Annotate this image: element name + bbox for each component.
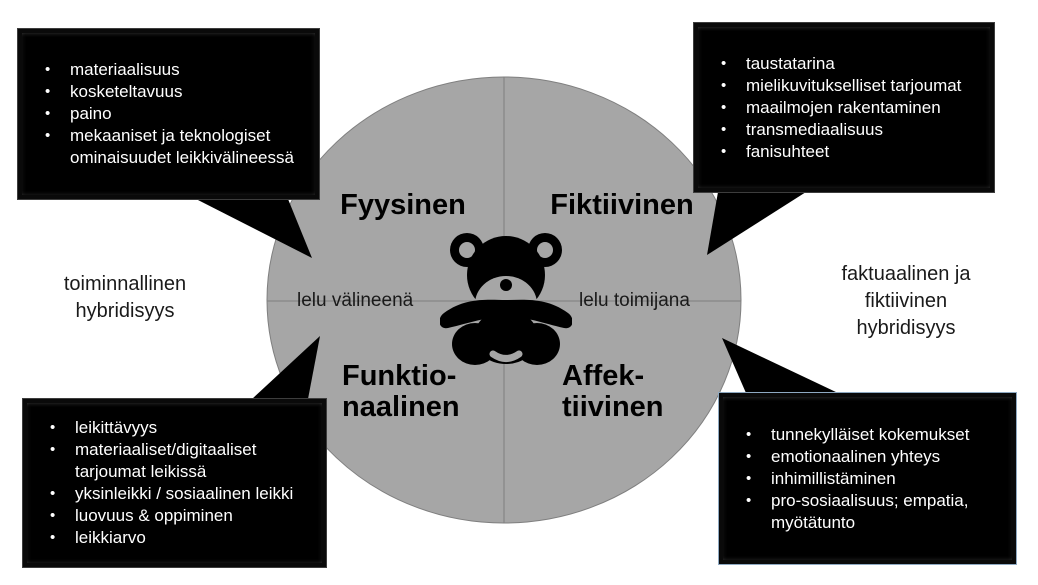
callout-fictional: taustatarinamielikuvitukselliset tarjoum… xyxy=(693,22,995,193)
bullet-item: tunnekylläiset kokemukset xyxy=(737,424,1004,446)
axis-label-lelu-toimijana: lelu toimijana xyxy=(579,290,690,311)
callout-tail-top-right xyxy=(707,192,806,255)
bullet-item: paino xyxy=(36,103,307,125)
callout-tail-bottom-right xyxy=(722,338,838,393)
bear-ear-right-inner xyxy=(537,242,553,258)
callout-physical: materiaalisuuskosketeltavuuspainomekaani… xyxy=(17,28,320,200)
bullet-item: inhimillistäminen xyxy=(737,468,1004,490)
bullet-item: transmediaalisuus xyxy=(712,119,961,141)
side-label-faktuaalinen-fiktiivinen-hybridisyys: faktuaalinen ja fiktiivinen hybridisyys xyxy=(841,263,971,339)
bullet-item: pro-sosiaalisuus; empatia, myötätunto xyxy=(737,490,1004,534)
callout-fictional-list: taustatarinamielikuvitukselliset tarjoum… xyxy=(712,53,961,163)
callout-affective-list: tunnekylläiset kokemuksetemotionaalinen … xyxy=(737,424,1004,534)
quadrant-label-fiktiivinen: Fiktiivinen xyxy=(550,189,694,221)
quadrant-label-affektiivinen: Affek- tiivinen xyxy=(562,360,664,423)
bullet-item: luovuus & oppiminen xyxy=(41,505,314,527)
callout-tail-bottom-left xyxy=(252,336,320,399)
quadrant-label-funktionaalinen: Funktio- naalinen xyxy=(342,360,460,423)
callout-functional: leikittävyysmateriaaliset/digitaaliset t… xyxy=(22,398,327,568)
bullet-item: kosketeltavuus xyxy=(36,81,307,103)
callout-functional-list: leikittävyysmateriaaliset/digitaaliset t… xyxy=(41,417,314,549)
bear-leg-left xyxy=(452,323,498,365)
bullet-item: maailmojen rakentaminen xyxy=(712,97,961,119)
bullet-item: materiaaliset/digitaaliset tarjoumat lei… xyxy=(41,439,314,483)
bullet-item: mekaaniset ja teknologiset ominaisuudet … xyxy=(36,125,307,169)
side-label-toiminnallinen-hybridisyys: toiminnallinen hybridisyys xyxy=(63,273,187,322)
callout-physical-list: materiaalisuuskosketeltavuuspainomekaani… xyxy=(36,59,307,169)
bear-leg-right xyxy=(514,323,560,365)
axis-label-lelu-valineena: lelu välineenä xyxy=(297,290,414,311)
bullet-item: yksinleikki / sosiaalinen leikki xyxy=(41,483,314,505)
bullet-item: materiaalisuus xyxy=(36,59,307,81)
bullet-item: fanisuhteet xyxy=(712,141,961,163)
bear-nose xyxy=(500,279,512,291)
bullet-item: taustatarina xyxy=(712,53,961,75)
teddy-bear-icon xyxy=(440,233,572,365)
bear-ear-left-inner xyxy=(459,242,475,258)
bullet-item: mielikuvitukselliset tarjoumat xyxy=(712,75,961,97)
bullet-item: leikkiarvo xyxy=(41,527,314,549)
bullet-item: leikittävyys xyxy=(41,417,314,439)
callout-affective: tunnekylläiset kokemuksetemotionaalinen … xyxy=(718,392,1017,565)
bear-belly-smile xyxy=(489,350,523,362)
callout-tail-top-left xyxy=(196,199,312,258)
quadrant-label-fyysinen: Fyysinen xyxy=(340,189,466,221)
bullet-item: emotionaalinen yhteys xyxy=(737,446,1004,468)
